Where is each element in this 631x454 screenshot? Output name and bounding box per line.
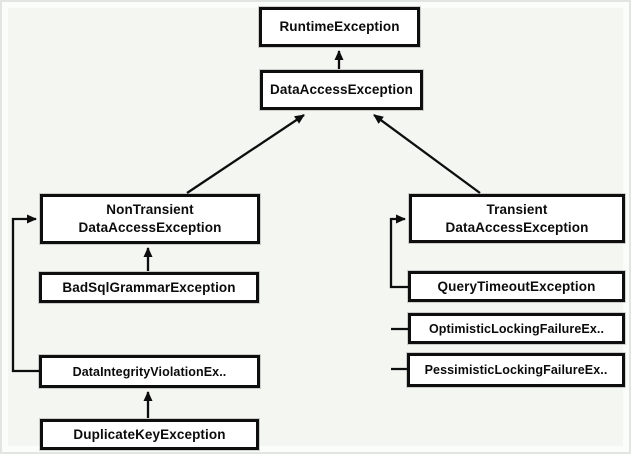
- node-data-integrity-violation-exception: DataIntegrityViolationEx..: [39, 355, 260, 388]
- node-transient-data-access-exception: Transient DataAccessException: [409, 194, 625, 243]
- node-label-line1: NonTransient: [106, 202, 194, 217]
- node-nontransient-data-access-exception: NonTransient DataAccessException: [40, 194, 260, 244]
- node-label-line1: Transient: [486, 201, 548, 217]
- edge-querytimeout-to-transient: [389, 214, 408, 289]
- node-label: QueryTimeoutException: [437, 278, 596, 294]
- node-optimistic-locking-failure-exception: OptimisticLockingFailureEx..: [408, 313, 625, 344]
- node-label-line2: DataAccessException: [78, 220, 222, 235]
- node-runtime-exception: RuntimeException: [259, 7, 420, 47]
- node-label: RuntimeException: [279, 19, 400, 34]
- edge-dataintegrity-to-nontransient: [11, 214, 39, 373]
- edge-transient-to-dataaccess: [373, 114, 481, 194]
- node-label: OptimisticLockingFailureEx..: [428, 321, 605, 336]
- edge-nontransient-to-dataaccess: [186, 114, 305, 194]
- node-label: DataIntegrityViolationEx..: [72, 364, 227, 379]
- node-query-timeout-exception: QueryTimeoutException: [408, 271, 625, 302]
- node-label: DataAccessException: [270, 82, 413, 97]
- node-label-line2: DataAccessException: [445, 219, 589, 235]
- node-label: DuplicateKeyException: [73, 426, 226, 442]
- node-bad-sql-grammar-exception: BadSqlGrammarException: [39, 272, 259, 303]
- node-pessimistic-locking-failure-exception: PessimisticLockingFailureEx..: [407, 353, 625, 387]
- node-label: BadSqlGrammarException: [62, 279, 236, 295]
- node-label: PessimisticLockingFailureEx..: [424, 363, 608, 377]
- node-duplicate-key-exception: DuplicateKeyException: [40, 419, 259, 450]
- node-data-access-exception: DataAccessException: [260, 70, 423, 110]
